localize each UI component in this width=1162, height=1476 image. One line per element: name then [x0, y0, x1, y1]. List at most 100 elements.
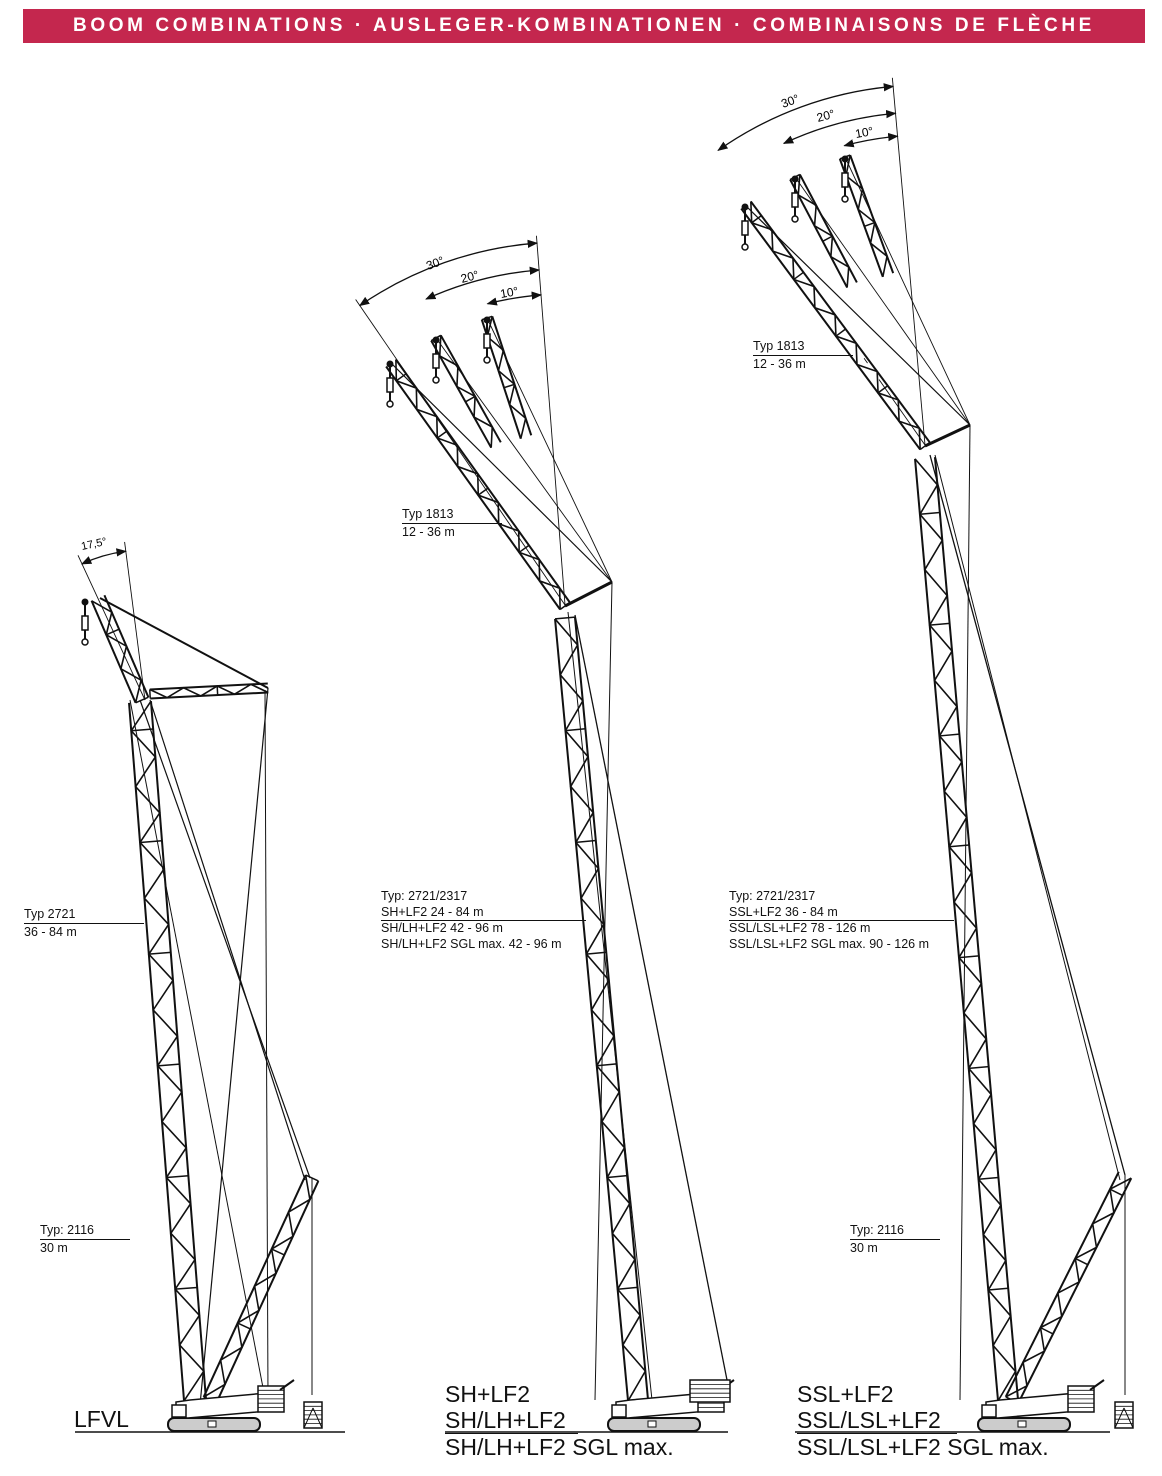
- batten: [135, 696, 149, 704]
- header-banner: BOOM COMBINATIONS · AUSLEGER-KOMBINATION…: [23, 9, 1145, 43]
- derrick-boom-lattice: [1004, 1171, 1133, 1404]
- chord: [215, 1180, 320, 1404]
- batten: [157, 1063, 180, 1067]
- batten: [395, 373, 407, 382]
- chord: [430, 340, 493, 449]
- cable-line: [199, 687, 269, 1406]
- sheave: [841, 155, 849, 163]
- crane-lfvl: [75, 541, 345, 1433]
- cable-line: [934, 454, 1121, 1181]
- angle-arc: [486, 291, 543, 306]
- batten: [575, 839, 596, 844]
- batten: [864, 221, 875, 228]
- batten: [822, 235, 833, 242]
- counterweight-tray: [689, 1379, 731, 1403]
- angle-line: [355, 299, 566, 606]
- batten: [968, 1065, 989, 1070]
- batten: [465, 395, 476, 403]
- angle-arc: [81, 548, 127, 565]
- sheave: [741, 203, 749, 211]
- crane-sh-lf2: [355, 235, 735, 1433]
- angle-label-20: 20°: [459, 268, 480, 286]
- jib-20-lattice: [430, 334, 502, 449]
- counterweight-arm: [1089, 1379, 1105, 1391]
- hook: [791, 215, 799, 223]
- crane-name: SSL/LSL+LF2 SGL max.: [797, 1434, 1049, 1460]
- angle-label-17-5: 17,5°: [80, 536, 108, 553]
- reference-line: [535, 235, 566, 606]
- suspended-ballast-tray: [1114, 1401, 1134, 1429]
- cable-line: [567, 611, 653, 1401]
- batten: [166, 1175, 189, 1179]
- main-boom-type: Typ: 2721/2317: [729, 889, 816, 903]
- main-boom-label: Typ: 2721/2317 SSL+LF2 36 - 84 m SSL/LSL…: [729, 889, 954, 952]
- main-boom-type: Typ 2721: [24, 906, 144, 924]
- batten: [1074, 1257, 1089, 1266]
- batten: [175, 1286, 198, 1290]
- hook-block-icon: [386, 360, 394, 408]
- crane-name-lfvl: LFVL: [74, 1406, 129, 1432]
- lacing: [750, 201, 921, 450]
- main-boom-range: SH/LH+LF2 SGL max. 42 - 96 m: [381, 936, 562, 951]
- sheave: [81, 598, 89, 606]
- cable-line: [594, 581, 613, 1401]
- main-boom-label: Typ 2721 36 - 84 m: [24, 906, 144, 941]
- lacing: [149, 683, 269, 699]
- chord: [750, 200, 931, 444]
- ballast-sling: [1123, 1407, 1134, 1429]
- lacing: [486, 316, 527, 439]
- cab: [171, 1404, 187, 1418]
- ballast-sling: [1114, 1407, 1125, 1429]
- chord: [149, 701, 207, 1400]
- derrick-type: Typ: 2116: [40, 1222, 130, 1240]
- batten: [596, 1063, 617, 1067]
- batten: [988, 1287, 1009, 1291]
- batten: [617, 1286, 638, 1290]
- batten: [949, 844, 970, 848]
- jib-label: Typ 1813 12 - 36 m: [402, 506, 502, 541]
- angle-arc: [358, 239, 539, 307]
- backstay-line: [929, 454, 1126, 1176]
- batten: [503, 383, 515, 389]
- angle-arc: [782, 109, 897, 144]
- derrick-label: Typ: 2116 30 m: [40, 1222, 130, 1257]
- reference-line: [891, 77, 926, 446]
- chord: [439, 334, 502, 443]
- cable-line: [264, 689, 269, 1401]
- batten: [978, 1176, 999, 1180]
- batten: [131, 728, 154, 732]
- crawler-base: [167, 1379, 295, 1432]
- hook-block: [432, 353, 440, 369]
- batten: [929, 622, 950, 626]
- hook-block-icon: [432, 336, 440, 384]
- counterweight-arm: [279, 1379, 295, 1391]
- derrick-label: Typ: 2116 30 m: [850, 1222, 940, 1257]
- hook-block: [841, 172, 849, 188]
- lacing: [554, 618, 647, 1402]
- hook-block-icon: [81, 598, 89, 646]
- lacing: [203, 1174, 311, 1398]
- angle-arc: [843, 132, 899, 148]
- main-boom-length: 36 - 84 m: [24, 925, 77, 939]
- track-detail: [1017, 1420, 1027, 1428]
- chord: [1017, 1177, 1133, 1404]
- strut-lattice: [149, 682, 269, 700]
- main-boom-range: SSL/LSL+LF2 SGL max. 90 - 126 m: [729, 936, 929, 951]
- jib-length: 12 - 36 m: [753, 357, 806, 371]
- cable-line: [794, 176, 971, 426]
- chord: [573, 616, 649, 1400]
- batten: [1109, 1188, 1123, 1197]
- batten: [305, 1174, 319, 1182]
- crane-name: SSL/LSL+LF2: [797, 1407, 957, 1434]
- cable-line: [744, 204, 971, 426]
- main-boom-range: SH+LF2 24 - 84 m: [381, 905, 586, 921]
- cable-line: [389, 361, 613, 583]
- crane-name: SSL+LF2: [797, 1381, 894, 1407]
- ballast-sling: [312, 1407, 323, 1429]
- batten: [751, 214, 762, 224]
- crane-name: SH+LF2: [445, 1381, 531, 1407]
- angle-label-30: 30°: [424, 253, 446, 272]
- batten: [958, 955, 979, 959]
- main-boom-range: SSL+LF2 36 - 84 m: [729, 905, 954, 921]
- angle-label-10: 10°: [499, 284, 519, 301]
